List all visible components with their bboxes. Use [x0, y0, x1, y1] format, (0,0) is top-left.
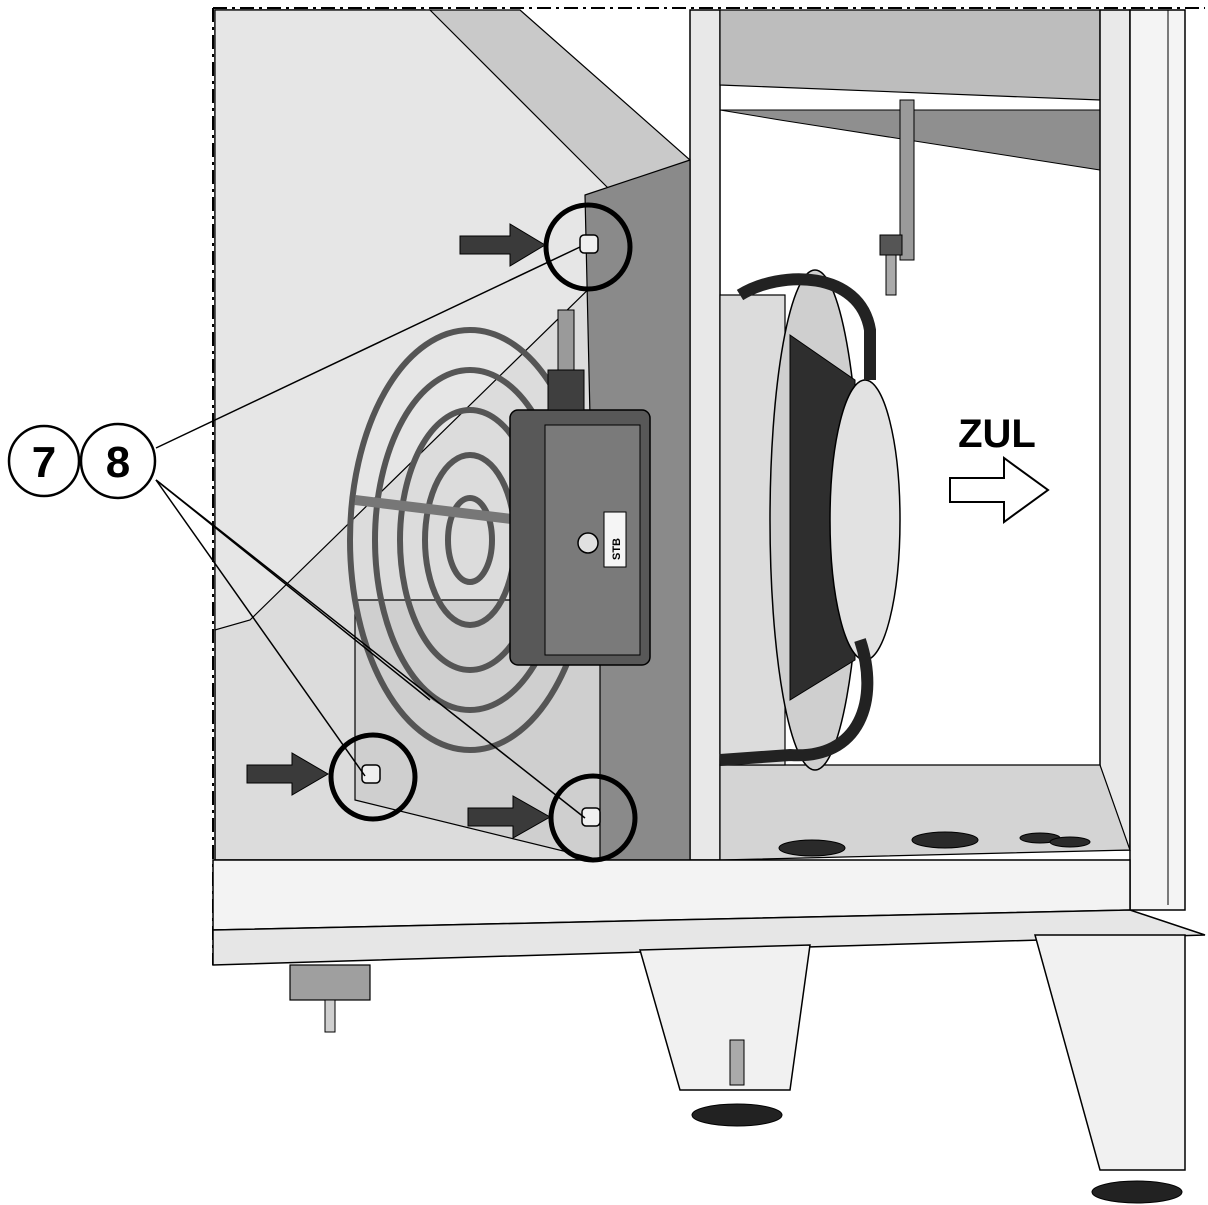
- airflow-arrow-icon: [949, 456, 1050, 524]
- callout-8: 8: [79, 422, 157, 500]
- airflow-label: ZUL: [958, 412, 1036, 456]
- thermostat-box: STB: [509, 309, 651, 666]
- leader-lines: [155, 246, 586, 819]
- highlight-circle-bottom-left: [328, 732, 418, 822]
- frame-post-right-outer: [1129, 9, 1186, 911]
- arrow-top: [459, 223, 546, 267]
- svg-text:8: 8: [106, 438, 130, 487]
- section-boundary: [212, 7, 1205, 965]
- heater-rod: [354, 495, 521, 525]
- airflow-indicator: ZUL: [949, 412, 1050, 524]
- screws: [361, 234, 601, 827]
- thermostat-label: STB: [611, 538, 623, 560]
- fan-motor: [719, 269, 901, 771]
- sensor-bracket: [879, 99, 915, 296]
- frame-post-middle: [689, 9, 721, 861]
- svg-text:7: 7: [32, 438, 56, 487]
- top-shelf: [719, 9, 1101, 101]
- reset-knob: [577, 532, 599, 554]
- arrow-bottom-left: [246, 752, 329, 796]
- arrow-bottom-right: [467, 795, 552, 839]
- highlight-circle-bottom-right: [548, 773, 638, 863]
- support-legs: [289, 934, 1186, 1204]
- pointer-arrows: [246, 223, 552, 839]
- callout-7: 7: [7, 424, 81, 498]
- floor-grommets: [778, 831, 1091, 857]
- frame-post-right: [1099, 9, 1131, 851]
- bottom-frame-rail-lower: [212, 909, 1206, 966]
- highlight-circle-top: [543, 202, 633, 292]
- screw-highlight-circles: [328, 202, 638, 863]
